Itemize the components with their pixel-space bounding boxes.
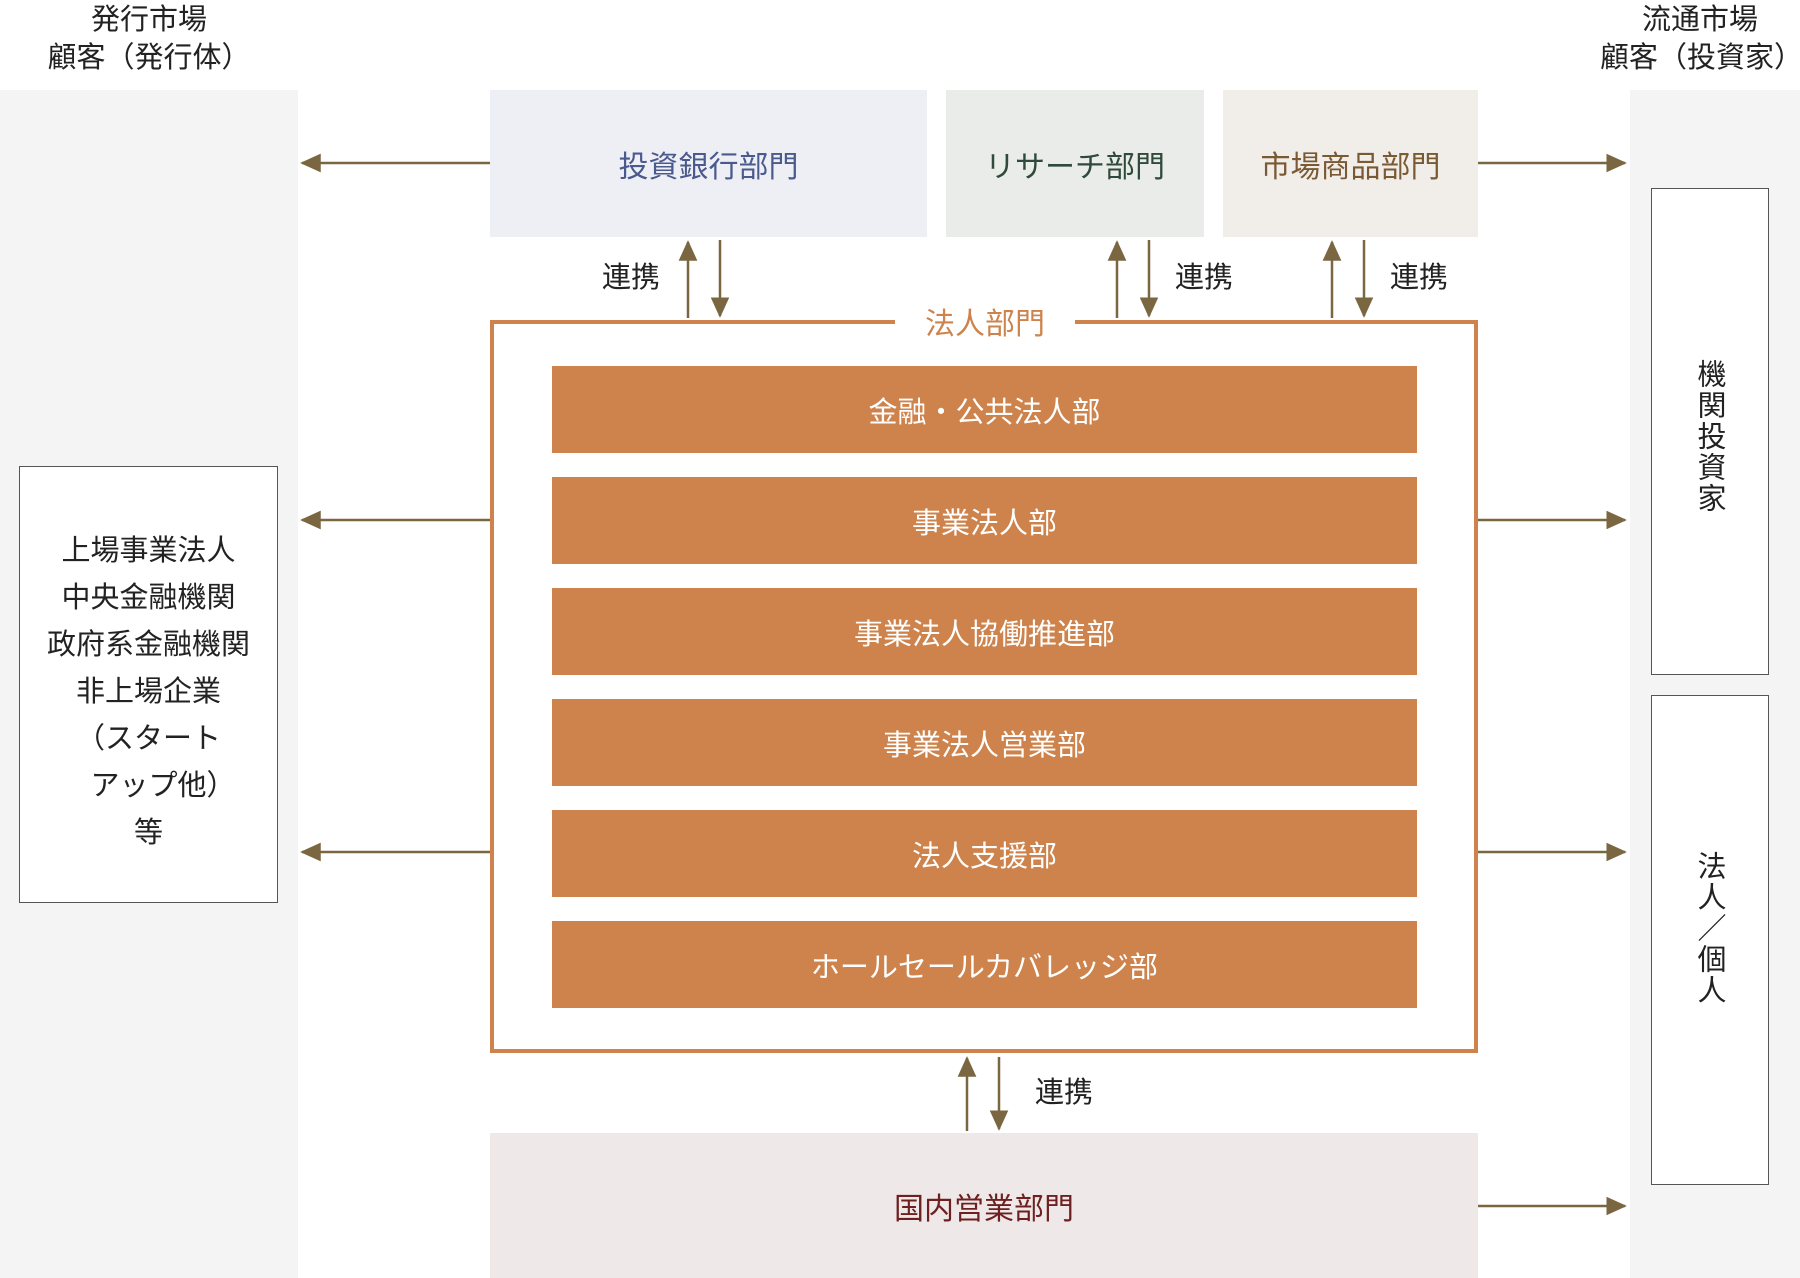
corporate-division-title-text: 法人部門 <box>925 307 1045 342</box>
investment-banking-label: 投資銀行部門 <box>618 149 799 185</box>
markets-department: 市場商品部門 <box>1223 90 1478 237</box>
issuer-client-item: 政府系金融機関 <box>46 627 250 661</box>
corporate-unit-label: ホールセールカバレッジ部 <box>810 949 1159 984</box>
corporate-unit: 事業法人協働推進部 <box>552 588 1417 675</box>
issuer-market-header: 発行市場 顧客（発行体） <box>0 0 298 76</box>
issuer-client-item: （スタート <box>75 721 221 755</box>
issuer-market-title: 発行市場 <box>90 2 207 36</box>
issuer-client-item: 非上場企業 <box>75 674 221 708</box>
markets-label: 市場商品部門 <box>1260 149 1441 185</box>
issuer-client-item: 中央金融機関 <box>61 580 236 614</box>
corporate-unit-label: 事業法人部 <box>911 505 1057 540</box>
issuer-client-item: アップ他） <box>61 768 236 802</box>
issuer-client-label: 顧客（発行体） <box>47 40 251 74</box>
corporate-unit-label: 事業法人協働推進部 <box>853 616 1115 651</box>
corporate-unit-label: 金融・公共法人部 <box>868 394 1101 429</box>
investor-client-label: 顧客（投資家） <box>1600 40 1800 74</box>
issuer-client-box: 上場事業法人 中央金融機関 政府系金融機関 非上場企業 （スタート アップ他） … <box>19 466 278 903</box>
institutional-investor-label: 機関投資家 <box>1693 359 1727 514</box>
investor-market-header: 流通市場 顧客（投資家） <box>1600 0 1800 76</box>
corporate-unit-label: 事業法人営業部 <box>882 727 1086 762</box>
domestic-sales-label: 国内営業部門 <box>894 1191 1074 1227</box>
corporate-unit-label: 法人支援部 <box>911 838 1057 873</box>
investor-market-title: 流通市場 <box>1641 2 1758 36</box>
domestic-sales-department: 国内営業部門 <box>490 1133 1478 1278</box>
corporate-division-title: 法人部門 <box>895 300 1075 342</box>
research-department: リサーチ部門 <box>946 90 1204 237</box>
corporate-unit: 法人支援部 <box>552 810 1417 897</box>
institutional-investor-box: 機関投資家 <box>1651 188 1769 675</box>
corporate-unit: 事業法人営業部 <box>552 699 1417 786</box>
link-label-domestic: 連携 <box>1035 1075 1094 1109</box>
link-label-research: 連携 <box>1175 260 1234 294</box>
link-label-ib: 連携 <box>602 260 661 294</box>
corporate-unit: 事業法人部 <box>552 477 1417 564</box>
link-label-markets: 連携 <box>1390 260 1449 294</box>
research-label: リサーチ部門 <box>985 149 1165 185</box>
corporate-unit: ホールセールカバレッジ部 <box>552 921 1417 1008</box>
issuer-client-item: 等 <box>133 815 163 849</box>
corporate-individual-box: 法人／個人 <box>1651 695 1769 1185</box>
corporate-unit: 金融・公共法人部 <box>552 366 1417 453</box>
issuer-client-list: 上場事業法人 中央金融機関 政府系金融機関 非上場企業 （スタート アップ他） … <box>20 467 277 856</box>
corporate-individual-label: 法人／個人 <box>1693 851 1727 1006</box>
investment-banking-department: 投資銀行部門 <box>490 90 927 237</box>
issuer-client-item: 上場事業法人 <box>61 533 236 567</box>
